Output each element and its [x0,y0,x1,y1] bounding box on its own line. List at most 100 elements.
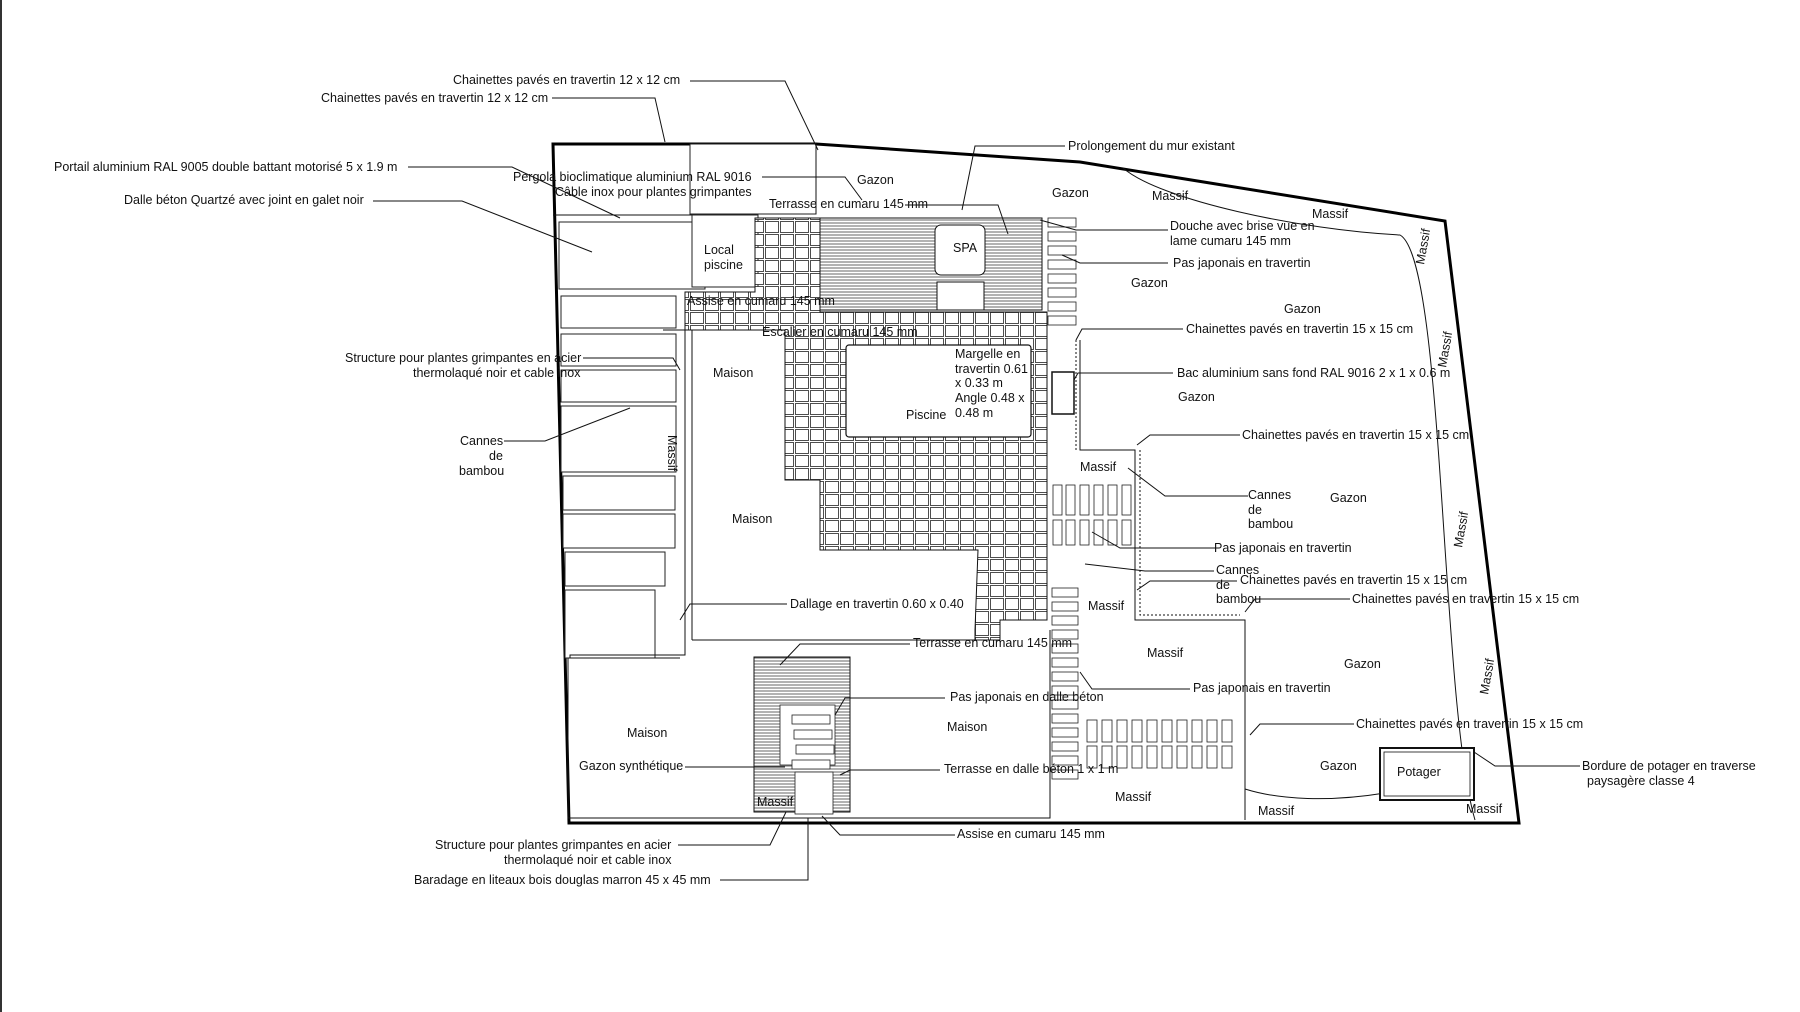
concrete-steps [779,704,836,815]
parking-area [553,214,706,659]
callout-text: Portail aluminium RAL 9005 double battan… [54,160,397,174]
svg-text:Massif: Massif [1413,227,1433,266]
svg-text:Massif: Massif [1477,657,1497,696]
pergola [689,143,817,215]
pool [845,344,1032,438]
stair [936,281,985,311]
svg-text:piscine: piscine [704,258,743,272]
callout-text: Chainettes pavés en travertin 15 x 15 cm [1352,592,1579,606]
callout-text: Pas japonais en travertin [1214,541,1352,555]
deck-area [819,217,1043,311]
svg-text:Massif: Massif [1312,207,1349,221]
lawn-border-curve [1122,167,1476,821]
callout-text: Câble inox pour plantes grimpantes [555,185,752,199]
zone-labels: Local piscine SPA Assise en cumaru 145 m… [627,173,1503,818]
callout-text: de [489,449,503,463]
svg-text:Massif: Massif [1115,790,1152,804]
svg-text:Gazon: Gazon [1344,657,1381,671]
svg-text:Massif: Massif [1088,599,1125,613]
aluminium-planter [1051,371,1075,415]
svg-text:Gazon: Gazon [1320,759,1357,773]
svg-text:Maison: Maison [713,366,753,380]
callout-text: Bordure de potager en traverse [1582,759,1756,773]
callouts: Chainettes pavés en travertin 12 x 12 cm… [54,73,1756,887]
svg-text:Gazon: Gazon [1330,491,1367,505]
callout-text: Baradage en liteaux bois douglas marron … [414,873,711,887]
callout-text: Pas japonais en travertin [1173,256,1311,270]
callout-text: Chainettes pavés en travertin 15 x 15 cm [1240,573,1467,587]
callout-text: bambou [459,464,504,478]
svg-text:Massif: Massif [1435,330,1455,369]
svg-text:x 0.33 m: x 0.33 m [955,376,1003,390]
left-border [0,0,2,1012]
svg-text:Margelle en: Margelle en [955,347,1020,361]
svg-text:Maison: Maison [627,726,667,740]
lawn-border-bottom [1244,788,1386,800]
svg-text:Massif: Massif [757,795,794,809]
callout-text: de [1248,503,1262,517]
callout-text: Pas japonais en dalle béton [950,690,1104,704]
stepping-stones-top [1047,217,1077,326]
spa-label: SPA [953,241,978,255]
stepping-stones-column [1051,587,1079,780]
callout-text: Pergola bioclimatique aluminium RAL 9016 [513,170,752,184]
svg-text:Massif: Massif [1258,804,1295,818]
svg-text:Escalier en cumaru 145 mm: Escalier en cumaru 145 mm [762,325,918,339]
callout-text: Terrasse en dalle béton 1 x 1 m [944,762,1118,776]
callout-text: Structure pour plantes grimpantes en aci… [345,351,581,365]
callout-text: Bac aluminium sans fond RAL 9016 2 x 1 x… [1177,366,1450,380]
svg-text:Massif: Massif [1147,646,1184,660]
callout-text: bambou [1248,517,1293,531]
callout-text: Assise en cumaru 145 mm [957,827,1105,841]
svg-text:Maison: Maison [947,720,987,734]
svg-text:Maison: Maison [732,512,772,526]
svg-text:Massif: Massif [1466,802,1503,816]
callout-text: Chainettes pavés en travertin 15 x 15 cm [1186,322,1413,336]
callout-text: Chainettes pavés en travertin 12 x 12 cm [453,73,680,87]
callout-text: Cannes [460,434,503,448]
svg-text:Gazon: Gazon [857,173,894,187]
stepping-stones-bottom [1086,719,1233,769]
potager-label: Potager [1397,765,1441,779]
callout-text: Dalle béton Quartzé avec joint en galet … [124,193,364,207]
svg-text:Gazon: Gazon [1178,390,1215,404]
leader-lines [373,80,1580,881]
svg-text:Assise en cumaru 145 mm: Assise en cumaru 145 mm [687,294,835,308]
callout-text: de [1216,578,1230,592]
callout-text: Douche avec brise vue en [1170,219,1315,233]
massif-boundary [1079,340,1246,820]
callout-text: bambou [1216,592,1261,606]
stepping-stones-mid [1052,484,1132,546]
callout-text: Structure pour plantes grimpantes en aci… [435,838,671,852]
spa [934,224,986,276]
callout-text: Cannes [1216,563,1259,577]
svg-text:Gazon: Gazon [1284,302,1321,316]
callout-text: Chainettes pavés en travertin 15 x 15 cm [1356,717,1583,731]
callout-text: Cannes [1248,488,1291,502]
callout-text: Gazon synthétique [579,759,683,773]
svg-text:Local: Local [704,243,734,257]
svg-text:0.48 m: 0.48 m [955,406,993,420]
callout-text: thermolaqué noir et cable inox [413,366,581,380]
svg-text:Piscine: Piscine [906,408,946,422]
pool-room [691,214,759,288]
callout-text: thermolaqué noir et cable inox [504,853,672,867]
callout-text: Terrasse en cumaru 145 mm [913,636,1072,650]
svg-text:Massif: Massif [1152,189,1189,203]
callout-text: Pas japonais en travertin [1193,681,1331,695]
callout-text: Prolongement du mur existant [1068,139,1235,153]
callout-text: lame cumaru 145 mm [1170,234,1291,248]
svg-text:Massif: Massif [665,435,679,472]
svg-text:travertin 0.61: travertin 0.61 [955,362,1028,376]
svg-text:Massif: Massif [1451,510,1471,549]
svg-text:Angle 0.48 x: Angle 0.48 x [955,391,1025,405]
callout-text: Chainettes pavés en travertin 12 x 12 cm [321,91,548,105]
callout-text: paysagère classe 4 [1587,774,1695,788]
callout-text: Terrasse en cumaru 145 mm [769,197,928,211]
svg-text:Gazon: Gazon [1131,276,1168,290]
svg-text:Gazon: Gazon [1052,186,1089,200]
callout-text: Dallage en travertin 0.60 x 0.40 [790,597,964,611]
svg-text:Massif: Massif [1080,460,1117,474]
callout-text: Chainettes pavés en travertin 15 x 15 cm [1242,428,1469,442]
